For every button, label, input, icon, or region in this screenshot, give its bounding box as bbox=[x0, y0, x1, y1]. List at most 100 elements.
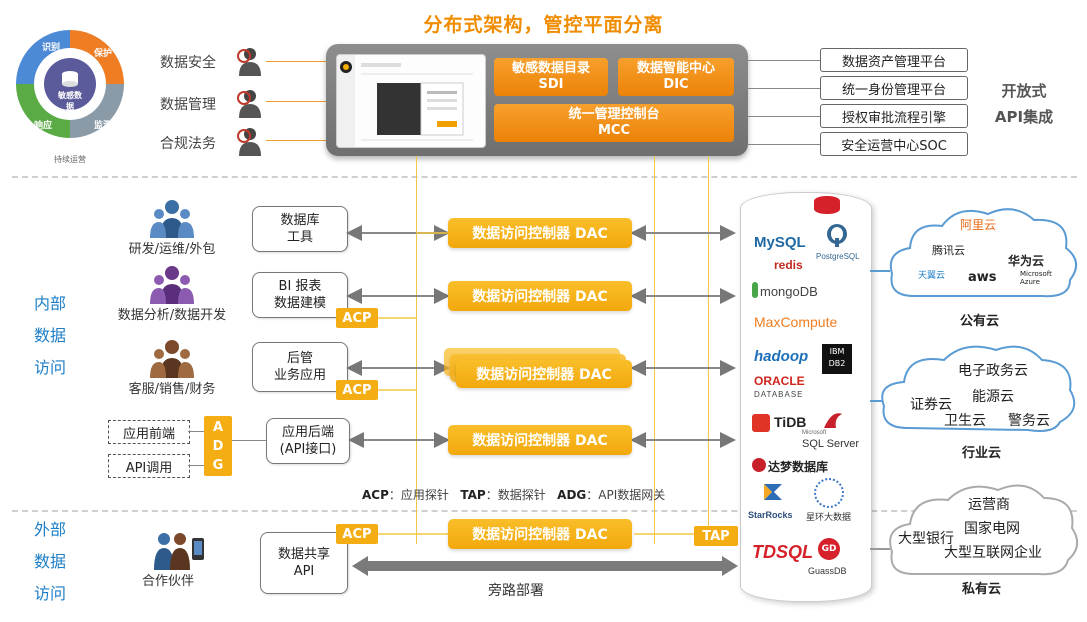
xinghuan-logo: 星环大数据 bbox=[806, 512, 852, 522]
industry-energy: 能源云 bbox=[972, 389, 1014, 405]
public-cloud-shape bbox=[889, 208, 1077, 298]
legend-adg: ADG bbox=[557, 488, 587, 502]
bypass-label: 旁路部署 bbox=[488, 583, 544, 599]
database-cylinder bbox=[740, 192, 872, 602]
person-shield-icon bbox=[236, 88, 264, 122]
control-line bbox=[416, 156, 417, 544]
people-group-icon bbox=[150, 198, 194, 242]
tap-tag: TAP bbox=[694, 526, 738, 546]
hadoop-logo: hadoop bbox=[754, 348, 809, 365]
industry-police: 警务云 bbox=[1008, 413, 1050, 429]
acp-tag: ACP bbox=[336, 380, 378, 400]
oracle-sub: DATABASE bbox=[754, 390, 804, 399]
starrocks-icon bbox=[760, 480, 786, 508]
open-api-line2: API集成 bbox=[994, 108, 1054, 126]
api-call-box: API调用 bbox=[108, 454, 190, 478]
vendor-tianyi: 天翼云 bbox=[918, 271, 946, 281]
db2-text: DB2 bbox=[828, 359, 846, 368]
dac-box: 数据访问控制器 DAC bbox=[448, 281, 632, 311]
people-group-icon bbox=[150, 338, 194, 382]
platform-approval: 授权审批流程引擎 bbox=[820, 104, 968, 128]
vendor-aws: aws bbox=[968, 270, 997, 285]
tool-box-bi: BI 报表数据建模 bbox=[252, 272, 348, 318]
tool-line: 数据共享 bbox=[277, 547, 330, 562]
tool-line: 数据库 bbox=[280, 213, 320, 228]
tool-line: (API接口) bbox=[279, 442, 337, 457]
connector-line bbox=[266, 101, 326, 102]
mcc-title: 统一管理控制台 bbox=[568, 107, 660, 122]
legend: ACP：应用探针 TAP：数据探针 ADG：API数据网关 bbox=[362, 486, 665, 503]
partner-group-icon bbox=[150, 530, 206, 574]
governance-label-management: 数据管理 bbox=[160, 97, 216, 113]
maxcompute-logo: MaxCompute bbox=[754, 314, 838, 330]
gaussdb-icon: GD bbox=[818, 538, 840, 560]
acp-tag: ACP bbox=[336, 524, 378, 544]
governance-label-security: 数据安全 bbox=[160, 55, 216, 71]
connector-line bbox=[748, 88, 820, 89]
open-api-label: 开放式 API集成 bbox=[982, 78, 1066, 130]
public-cloud-label: 公有云 bbox=[960, 314, 1000, 329]
lifecycle-ring: 敏感数据 识别 保护 监测 响应 持续运营 bbox=[6, 22, 134, 170]
connector-line bbox=[188, 465, 204, 466]
connector-line bbox=[870, 400, 890, 402]
sqlserver-sub: Microsoft bbox=[802, 430, 827, 436]
connector-line bbox=[232, 440, 266, 441]
mcc-box: 统一管理控制台 MCC bbox=[494, 104, 734, 142]
sdi-title: 敏感数据目录 bbox=[511, 61, 590, 76]
separator-top bbox=[12, 176, 1077, 178]
starrocks-logo: StarRocks bbox=[748, 510, 793, 520]
ibm-db2-logo: IBM DB2 bbox=[822, 344, 852, 374]
acp-tag: ACP bbox=[336, 308, 378, 328]
role-label-analyst: 数据分析/数据开发 bbox=[117, 308, 227, 323]
sdi-abbr: SDI bbox=[538, 77, 564, 92]
adg-gateway: A D G bbox=[204, 416, 232, 476]
connector-line bbox=[188, 431, 204, 432]
tool-line: API bbox=[293, 564, 315, 579]
dic-box: 数据智能中心 DIC bbox=[618, 58, 734, 96]
role-label-service: 客服/销售/财务 bbox=[128, 382, 216, 397]
connector-line bbox=[748, 144, 820, 145]
tool-line: 业务应用 bbox=[273, 368, 326, 383]
people-group-icon bbox=[150, 264, 194, 308]
adg-letter: G bbox=[212, 457, 224, 473]
tidb-logo: TiDB bbox=[774, 414, 807, 430]
platform-soc: 安全运营中心SOC bbox=[820, 132, 968, 156]
postgres-logo: PostgreSQL bbox=[816, 252, 860, 261]
xinghuan-icon bbox=[814, 478, 844, 508]
ring-segment-protect: 保护 bbox=[94, 49, 113, 59]
legend-adg-desc: ：API数据网关 bbox=[586, 488, 666, 502]
tool-box-db: 数据库工具 bbox=[252, 206, 348, 252]
diagram-title: 分布式架构，管控平面分离 bbox=[423, 14, 664, 36]
legend-acp-desc: ：应用探针 bbox=[388, 488, 449, 502]
tool-line: 应用后端 bbox=[281, 425, 334, 440]
connector-line bbox=[870, 548, 890, 550]
internal-label-line: 数据 bbox=[33, 326, 66, 345]
ring-center-label: 敏感数据 bbox=[58, 91, 82, 111]
connector-line bbox=[266, 61, 326, 62]
vendor-tencent: 腾讯云 bbox=[932, 244, 965, 257]
ibm-text: IBM bbox=[829, 347, 845, 356]
mysql-logo: MySQL bbox=[754, 234, 806, 251]
private-cloud-label: 私有云 bbox=[962, 582, 1002, 597]
private-carrier: 运营商 bbox=[968, 497, 1010, 513]
internal-access-label: 内部 数据 访问 bbox=[20, 288, 80, 384]
industry-gov: 电子政务云 bbox=[958, 363, 1028, 379]
app-backend-box: 应用后端 (API接口) bbox=[266, 418, 350, 464]
private-bank: 大型银行 bbox=[898, 531, 954, 547]
postgres-elephant-icon bbox=[824, 222, 850, 252]
dic-abbr: DIC bbox=[663, 77, 689, 92]
mongodb-logo: mongoDB bbox=[760, 284, 818, 299]
oracle-logo: ORACLE bbox=[754, 374, 805, 388]
vendor-aliyun: 阿里云 bbox=[960, 218, 997, 232]
dac-box: 数据访问控制器 DAC bbox=[448, 218, 632, 248]
platform-identity: 统一身份管理平台 bbox=[820, 76, 968, 100]
open-api-line1: 开放式 bbox=[1001, 82, 1047, 100]
industry-health: 卫生云 bbox=[944, 413, 986, 429]
industry-cloud-label: 行业云 bbox=[962, 446, 1002, 461]
external-label-line: 外部 bbox=[33, 520, 66, 539]
connector-line bbox=[870, 270, 890, 272]
dameng-logo: 达梦数据库 bbox=[768, 460, 829, 474]
industry-cloud-shape bbox=[881, 345, 1076, 432]
db-stack-icon bbox=[814, 196, 840, 214]
